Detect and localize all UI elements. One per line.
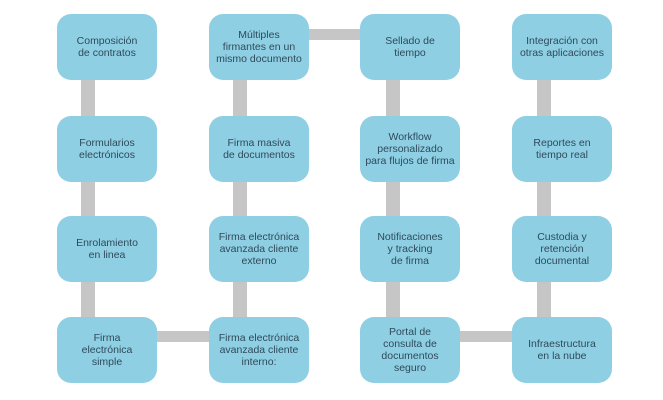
- connector-portal-infraestructura: [458, 331, 515, 342]
- node-custodia: Custodia y retención documental: [512, 216, 612, 282]
- connector-firma-masiva-firma-externo: [233, 182, 247, 216]
- node-multiples: Múltiples firmantes en un mismo document…: [209, 14, 309, 80]
- node-label: Custodia y retención documental: [534, 231, 590, 267]
- node-label: Notificaciones y tracking de firma: [377, 231, 443, 267]
- node-label: Sellado de tiempo: [385, 35, 435, 59]
- node-label: Firma electrónica avanzada cliente exter…: [218, 231, 300, 267]
- node-integracion: Integración con otras aplicaciones: [512, 14, 612, 80]
- connector-multiples-firma-masiva: [233, 80, 247, 116]
- node-firma-simple: Firma electrónica simple: [57, 317, 157, 383]
- node-composicion: Composición de contratos: [57, 14, 157, 80]
- connector-multiples-sellado: [305, 29, 363, 40]
- connector-custodia-infraestructura: [537, 282, 551, 317]
- node-notificaciones: Notificaciones y tracking de firma: [360, 216, 460, 282]
- node-label: Composición de contratos: [76, 35, 138, 59]
- connector-reportes-custodia: [537, 182, 551, 216]
- node-sellado: Sellado de tiempo: [360, 14, 460, 80]
- node-label: Enrolamiento en linea: [76, 237, 138, 261]
- connector-formularios-enrolamiento: [81, 182, 95, 216]
- node-label: Múltiples firmantes en un mismo document…: [216, 29, 302, 65]
- node-label: Integración con otras aplicaciones: [519, 35, 605, 59]
- node-firma-masiva: Firma masiva de documentos: [209, 116, 309, 182]
- node-firma-interno: Firma electrónica avanzada cliente inter…: [209, 317, 309, 383]
- node-enrolamiento: Enrolamiento en linea: [57, 216, 157, 282]
- node-portal: Portal de consulta de documentos seguro: [360, 317, 460, 383]
- connector-firma-simple-firma-interno: [155, 331, 211, 342]
- node-label: Workflow personalizado para flujos de fi…: [365, 131, 455, 167]
- node-label: Firma masiva de documentos: [223, 137, 295, 161]
- connector-integracion-reportes: [537, 80, 551, 116]
- node-infraestructura: Infraestructura en la nube: [512, 317, 612, 383]
- connector-firma-externo-firma-interno: [233, 282, 247, 317]
- node-workflow: Workflow personalizado para flujos de fi…: [360, 116, 460, 182]
- node-label: Firma electrónica simple: [81, 332, 133, 368]
- connector-sellado-workflow: [386, 80, 400, 116]
- connector-composicion-formularios: [81, 80, 95, 116]
- node-firma-externo: Firma electrónica avanzada cliente exter…: [209, 216, 309, 282]
- node-formularios: Formularios electrónicos: [57, 116, 157, 182]
- node-label: Formularios electrónicos: [78, 137, 136, 161]
- node-label: Reportes en tiempo real: [533, 137, 591, 161]
- connector-workflow-notificaciones: [386, 182, 400, 216]
- connector-enrolamiento-firma-simple: [81, 282, 95, 317]
- connector-notificaciones-portal: [386, 282, 400, 317]
- node-label: Infraestructura en la nube: [528, 338, 596, 362]
- node-label: Firma electrónica avanzada cliente inter…: [218, 332, 300, 368]
- node-reportes: Reportes en tiempo real: [512, 116, 612, 182]
- node-label: Portal de consulta de documentos seguro: [381, 326, 439, 374]
